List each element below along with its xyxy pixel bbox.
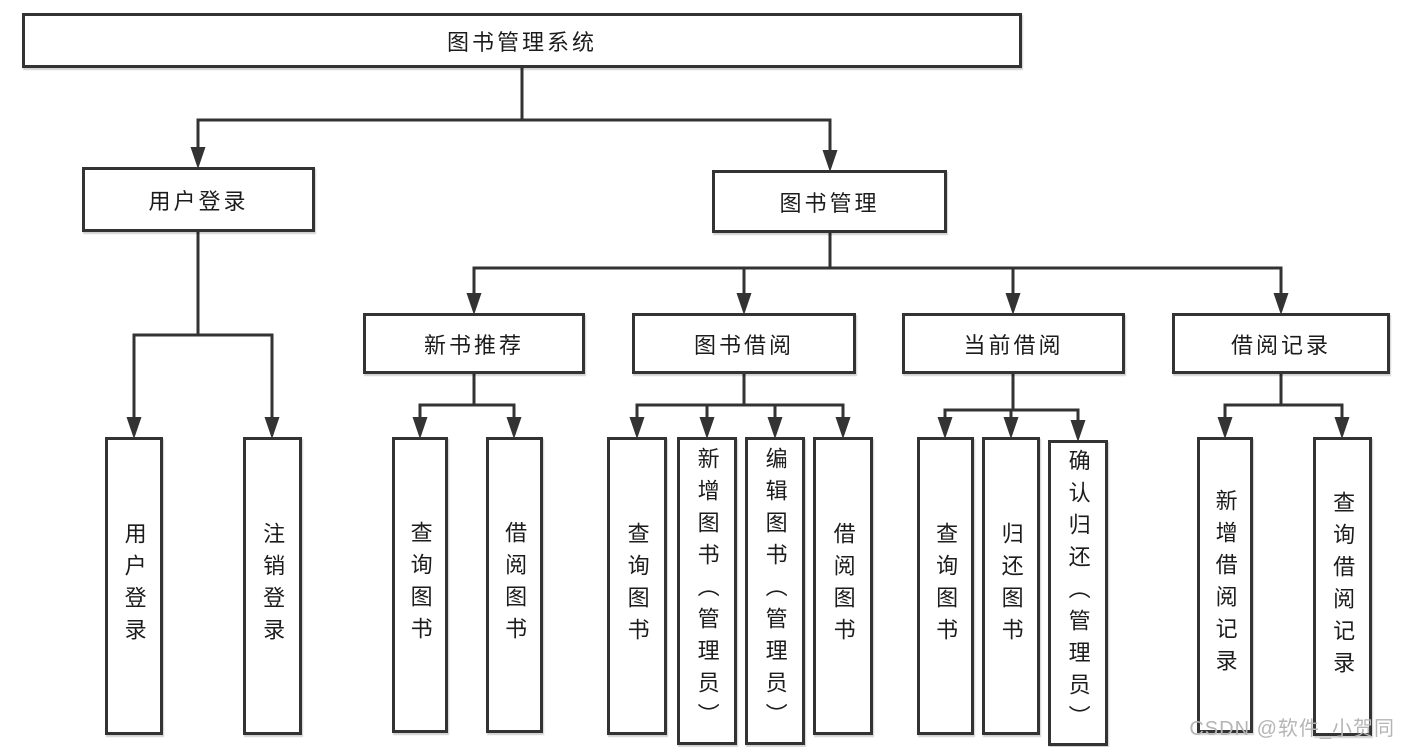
arrowhead-icon	[1005, 293, 1021, 315]
arrowhead-icon	[1217, 417, 1233, 439]
arrowhead-icon	[699, 417, 715, 439]
node-current-borrowing-label: 当前借阅	[963, 332, 1064, 358]
arrowhead-icon	[629, 417, 645, 439]
arrowhead-icon	[506, 417, 522, 439]
node-borrowing-records-label: 借阅记录	[1230, 332, 1331, 358]
node-root-label: 图书管理系统	[446, 29, 597, 55]
leaf-bb-edit-books-admin-label: 编辑图书（管理员）	[762, 447, 788, 735]
arrowhead-icon	[126, 417, 142, 439]
leaf-cb-return-books-label: 归还图书	[998, 522, 1024, 650]
node-user-login: 用户登录	[82, 167, 315, 232]
connector-book-management	[466, 233, 1289, 315]
node-book-management-label: 图书管理	[779, 190, 880, 216]
leaf-cb-return-books: 归还图书	[982, 437, 1040, 735]
leaf-logout-label: 注销登录	[260, 522, 286, 650]
arrowhead-icon	[1334, 417, 1350, 439]
arrowhead-icon	[1070, 420, 1086, 442]
leaf-br-query-record: 查询借阅记录	[1313, 437, 1372, 736]
arrowhead-icon	[412, 417, 428, 439]
leaf-bb-add-books-admin: 新增图书（管理员）	[677, 437, 737, 745]
leaf-cb-query-books: 查询图书	[917, 437, 974, 735]
leaf-br-add-record: 新增借阅记录	[1197, 437, 1253, 733]
leaf-bb-borrow-books: 借阅图书	[813, 437, 873, 735]
leaf-bb-add-books-admin-label: 新增图书（管理员）	[694, 447, 720, 735]
node-book-management: 图书管理	[712, 170, 947, 233]
arrowhead-icon	[264, 417, 280, 439]
leaf-br-query-record-label: 查询借阅记录	[1330, 490, 1356, 683]
arrowhead-icon	[1273, 293, 1289, 315]
leaf-rec-query-books: 查询图书	[392, 437, 448, 733]
leaf-bb-borrow-books-label: 借阅图书	[830, 522, 856, 650]
leaf-bb-edit-books-admin: 编辑图书（管理员）	[745, 437, 805, 745]
node-book-borrowing-label: 图书借阅	[693, 332, 794, 358]
connector-user-login	[126, 232, 280, 439]
node-new-book-recommend-label: 新书推荐	[423, 332, 524, 358]
node-current-borrowing: 当前借阅	[902, 313, 1125, 374]
node-book-borrowing: 图书借阅	[632, 313, 856, 374]
arrowhead-icon	[937, 417, 953, 439]
leaf-user-login: 用户登录	[105, 437, 163, 735]
connector-new-book-recommend	[412, 374, 522, 439]
leaf-logout: 注销登录	[243, 437, 302, 735]
leaf-br-add-record-label: 新增借阅记录	[1212, 489, 1238, 681]
leaf-rec-query-books-label: 查询图书	[407, 521, 433, 649]
connector-root	[190, 68, 838, 172]
arrowhead-icon	[1003, 417, 1019, 439]
arrowhead-icon	[822, 150, 838, 172]
arrowhead-icon	[835, 417, 851, 439]
leaf-rec-borrow-books-label: 借阅图书	[502, 521, 528, 649]
node-root: 图书管理系统	[22, 13, 1022, 68]
connector-borrowing-records	[1217, 374, 1350, 439]
csdn-watermark: CSDN @软件_小贺同学	[1189, 718, 1395, 740]
leaf-rec-borrow-books: 借阅图书	[486, 437, 543, 733]
node-borrowing-records: 借阅记录	[1172, 313, 1390, 374]
leaf-bb-query-books: 查询图书	[607, 437, 667, 735]
arrowhead-icon	[767, 417, 783, 439]
leaf-bb-query-books-label: 查询图书	[624, 522, 650, 650]
leaf-cb-confirm-return-admin: 确认归还（管理员）	[1048, 440, 1108, 746]
node-user-login-label: 用户登录	[148, 188, 249, 214]
arrowhead-icon	[466, 293, 482, 315]
arrowhead-icon	[190, 147, 206, 169]
connector-current-borrowing	[937, 374, 1086, 442]
arrowhead-icon	[736, 293, 752, 315]
node-new-book-recommend: 新书推荐	[363, 313, 585, 374]
leaf-cb-confirm-return-admin-label: 确认归还（管理员）	[1065, 449, 1091, 737]
connector-book-borrowing	[629, 374, 851, 439]
leaf-user-login-label: 用户登录	[121, 522, 147, 650]
leaf-cb-query-books-label: 查询图书	[933, 522, 959, 650]
